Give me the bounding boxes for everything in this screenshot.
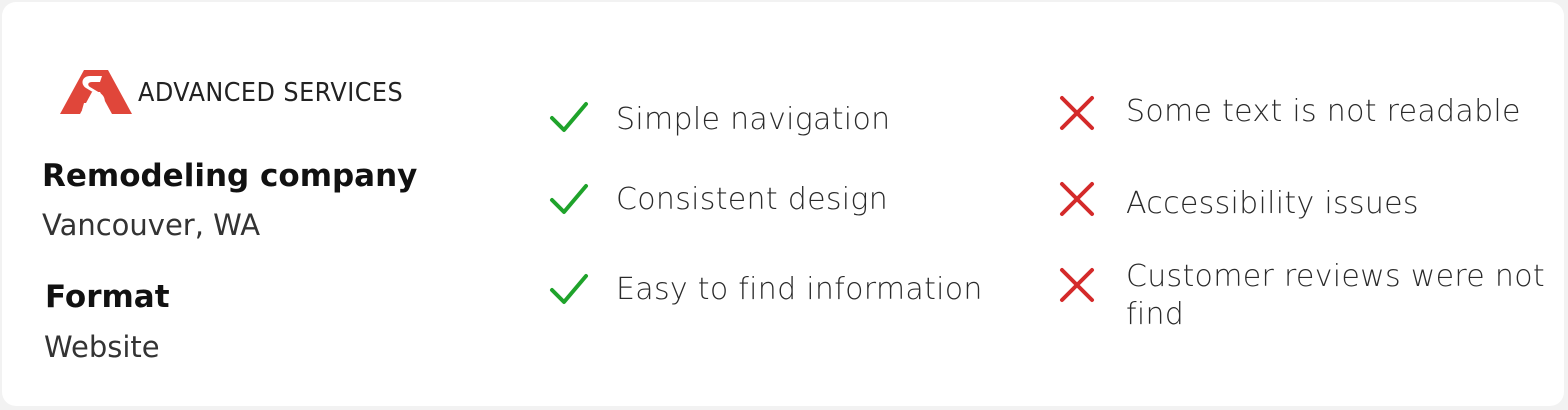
brand-mark-icon [60, 70, 132, 114]
pro-item: Consistent design [548, 178, 888, 220]
con-item-label: Accessibility issues [1126, 186, 1419, 221]
con-item-label: Some text is not readable [1126, 94, 1521, 129]
check-icon [550, 274, 588, 304]
format-heading: Format [45, 279, 170, 315]
brand-name: ADVANCED SERVICES [138, 78, 404, 108]
con-item: Customer reviews were not find [1056, 259, 1546, 334]
brand-logo: ADVANCED SERVICES [60, 70, 426, 116]
cross-icon [1060, 96, 1094, 130]
pro-item-label: Simple navigation [616, 102, 891, 137]
pro-item-label: Easy to find information [616, 272, 983, 307]
cross-icon [1060, 268, 1094, 302]
format-value: Website [44, 330, 160, 364]
company-location: Vancouver, WA [42, 208, 261, 242]
con-item-label: Customer reviews were not find [1126, 259, 1545, 332]
check-icon [550, 184, 588, 214]
cross-icon [1060, 182, 1094, 216]
con-item: Some text is not readable [1056, 92, 1546, 134]
pro-item: Easy to find information [548, 268, 983, 310]
company-heading: Remodeling company [42, 158, 418, 194]
pro-item: Simple navigation [548, 96, 890, 139]
pro-item-label: Consistent design [616, 182, 889, 217]
check-icon [550, 102, 588, 132]
con-item: Accessibility issues [1056, 178, 1546, 223]
